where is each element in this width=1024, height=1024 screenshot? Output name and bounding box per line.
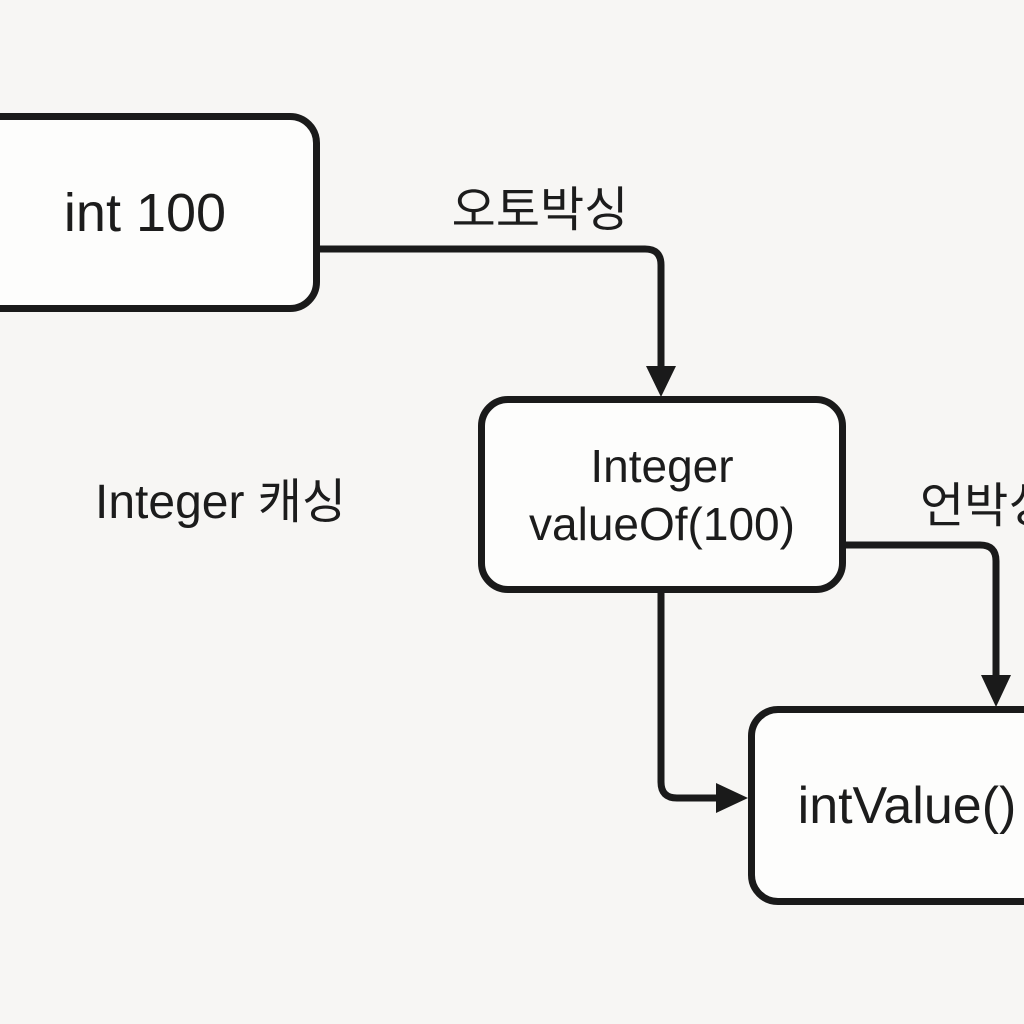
valueof-to-intvalue-arrowhead-icon bbox=[716, 783, 748, 813]
unboxing-arrowhead-icon bbox=[981, 675, 1011, 707]
unboxing-label: 언박싱 bbox=[920, 480, 1024, 533]
node-integer-valueof-line2: valueOf(100) bbox=[529, 497, 795, 550]
autoboxing-arrowhead-icon bbox=[646, 366, 676, 397]
node-int-100-label: int 100 bbox=[63, 182, 227, 243]
node-intvalue: intValue() bbox=[748, 706, 1024, 905]
unboxing-arrow bbox=[843, 541, 1000, 677]
node-int-100: int 100 bbox=[0, 113, 320, 312]
node-integer-valueof: Integer valueOf(100) bbox=[478, 396, 846, 593]
node-integer-valueof-label: Integer valueOf(100) bbox=[529, 437, 795, 553]
node-intvalue-label: intValue() bbox=[797, 776, 1017, 835]
autoboxing-label: 오토박싱 bbox=[451, 184, 629, 237]
node-integer-valueof-line1: Integer bbox=[590, 439, 734, 492]
valueof-to-intvalue-arrow bbox=[657, 591, 717, 802]
autoboxing-arrow bbox=[316, 245, 665, 368]
integer-caching-label: Integer 캐싱 bbox=[95, 476, 347, 529]
